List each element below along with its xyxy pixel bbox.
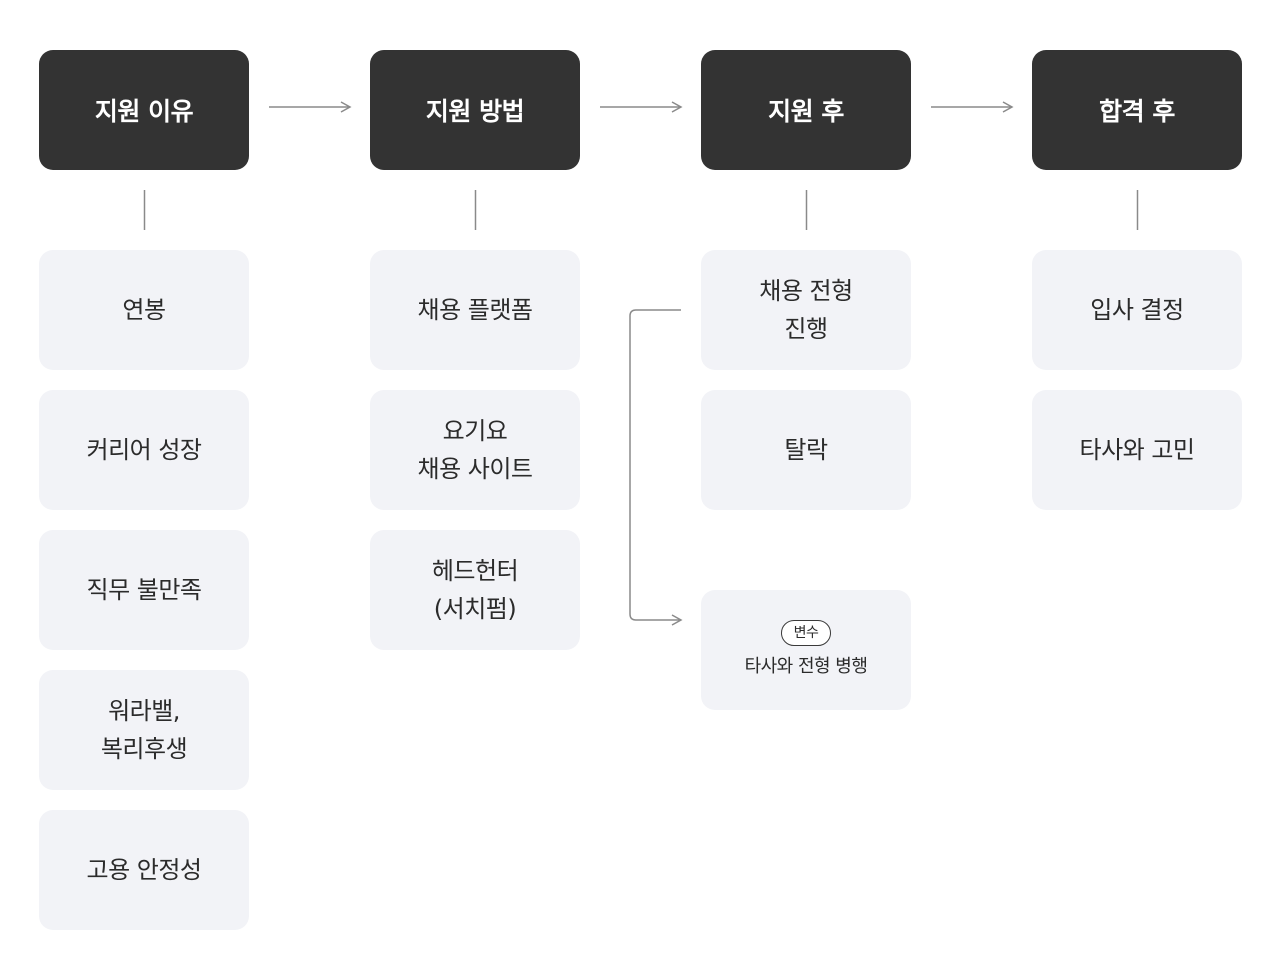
- item-text: 탈락: [784, 436, 828, 464]
- reason-item-salary: 연봉: [39, 250, 249, 370]
- step-header-reason: 지원 이유: [39, 50, 249, 170]
- reason-item-career-growth: 커리어 성장: [39, 390, 249, 510]
- item-text-line-2: (서치펌): [433, 595, 517, 623]
- item-text-line-1: 워라밸,: [108, 697, 180, 725]
- method-item-headhunter: 헤드헌터 (서치펌): [370, 530, 580, 650]
- item-text-line-2: 채용 사이트: [417, 455, 533, 483]
- item-text-line-1: 헤드헌터: [431, 557, 519, 585]
- item-text: 연봉: [122, 296, 166, 324]
- item-text: 채용 플랫폼: [417, 296, 533, 324]
- item-text-line-2: 진행: [784, 315, 828, 343]
- step-header-method: 지원 방법: [370, 50, 580, 170]
- variable-badge: 변수: [780, 620, 832, 646]
- item-text-line-2: 복리후생: [100, 735, 188, 763]
- step-header-after-apply: 지원 후: [701, 50, 911, 170]
- item-text: 타사와 고민: [1079, 436, 1195, 464]
- after-apply-variable-item: 변수 타사와 전형 병행: [701, 590, 911, 710]
- method-item-hiring-platform: 채용 플랫폼: [370, 250, 580, 370]
- after-pass-item-join: 입사 결정: [1032, 250, 1242, 370]
- item-text: 고용 안정성: [86, 856, 202, 884]
- item-text: 직무 불만족: [86, 576, 202, 604]
- step-header-after-pass: 합격 후: [1032, 50, 1242, 170]
- reason-item-work-life-balance: 워라밸, 복리후생: [39, 670, 249, 790]
- item-text-line-1: 채용 전형: [759, 277, 853, 305]
- after-apply-item-in-process: 채용 전형 진행: [701, 250, 911, 370]
- item-text: 커리어 성장: [86, 436, 202, 464]
- variable-label: 타사와 전형 병행: [744, 656, 868, 677]
- item-text: 입사 결정: [1090, 296, 1184, 324]
- method-item-company-site: 요기요 채용 사이트: [370, 390, 580, 510]
- after-apply-item-rejected: 탈락: [701, 390, 911, 510]
- item-text-line-1: 요기요: [442, 417, 508, 445]
- reason-item-job-dissatisfaction: 직무 불만족: [39, 530, 249, 650]
- after-pass-item-considering-others: 타사와 고민: [1032, 390, 1242, 510]
- reason-item-job-security: 고용 안정성: [39, 810, 249, 930]
- branch-arrow-to-variable: [629, 309, 683, 626]
